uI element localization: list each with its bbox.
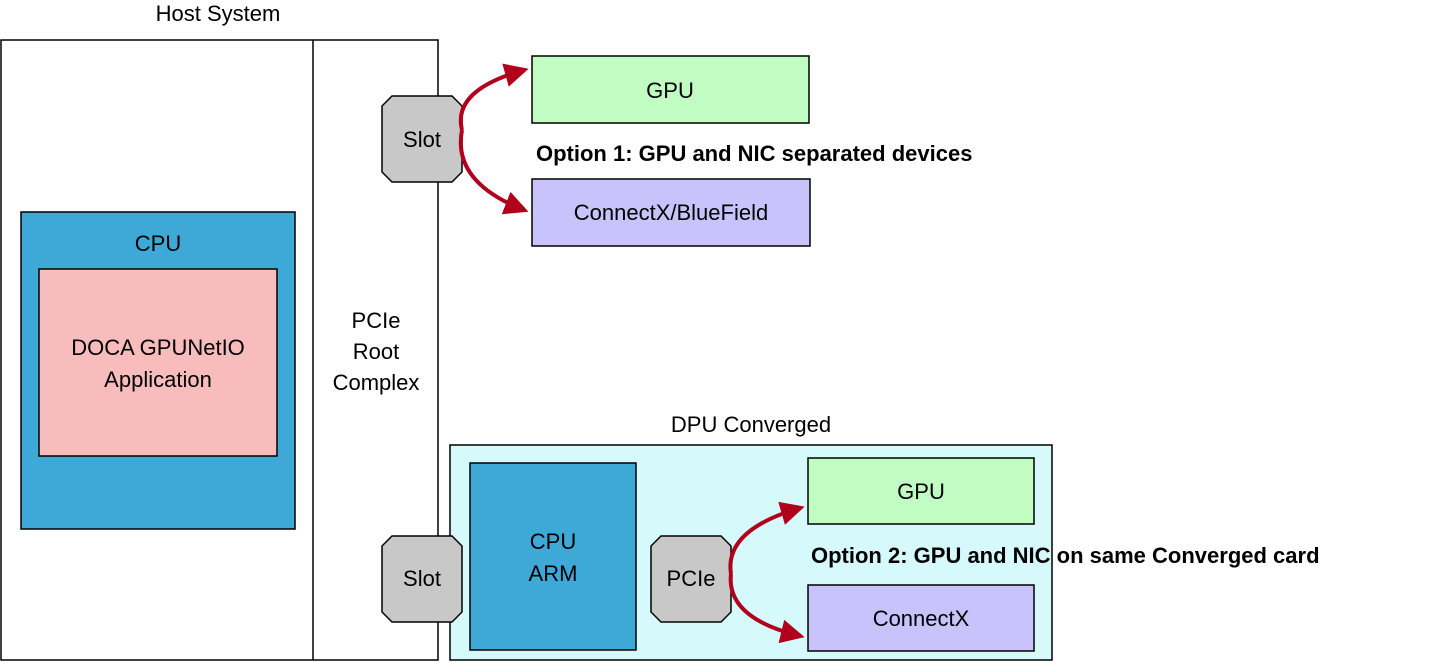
option2-arrow-to-gpu: [728, 501, 805, 575]
root-complex-line3: Complex: [333, 370, 420, 395]
app-label-line1: DOCA GPUNetIO: [71, 335, 245, 360]
option1-gpu-box: [531, 55, 810, 124]
dpu-cpu-line1: CPU: [530, 529, 576, 554]
app-label-line2: Application: [104, 367, 212, 392]
dpu-pcie-switch: [650, 535, 732, 623]
dpu-gpu-box: [807, 457, 1035, 525]
option1-nic-label: ConnectX/BlueField: [574, 200, 768, 225]
dpu-nic-box: [807, 584, 1035, 652]
cpu-label: CPU: [135, 231, 181, 256]
host-system-title: Host System: [156, 1, 281, 26]
slot-bottom-label: Slot: [403, 566, 441, 591]
option2-caption: Option 2: GPU and NIC on same Converged …: [811, 543, 1320, 568]
option1-caption: Option 1: GPU and NIC separated devices: [536, 141, 972, 166]
app-block: [38, 268, 278, 457]
root-complex-line2: Root: [353, 339, 399, 364]
dpu-gpu-label: GPU: [897, 479, 945, 504]
slot-bottom: [381, 535, 463, 623]
dpu-cpu-block: [469, 462, 637, 651]
option1-nic-box: [531, 178, 811, 247]
option1-gpu-label: GPU: [646, 78, 694, 103]
dpu-pcie-label: PCIe: [667, 566, 716, 591]
slot-top: [381, 95, 463, 183]
option1-arrow-to-nic: [458, 129, 529, 215]
option2-arrow-to-nic: [728, 573, 805, 644]
dpu-cpu-line2: ARM: [529, 561, 578, 586]
root-complex-line1: PCIe: [352, 308, 401, 333]
option1-arrow-to-gpu: [458, 63, 529, 131]
slot-top-label: Slot: [403, 127, 441, 152]
dpu-title: DPU Converged: [671, 412, 831, 437]
dpu-nic-label: ConnectX: [873, 606, 970, 631]
